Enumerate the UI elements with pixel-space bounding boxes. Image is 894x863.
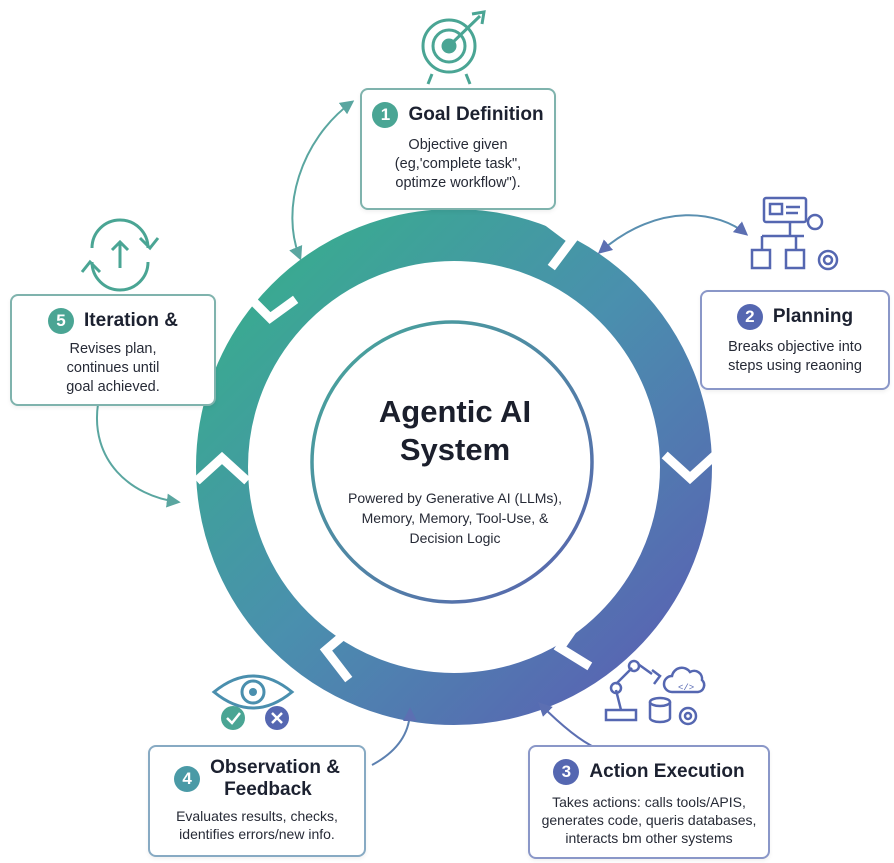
center-subtitle: Powered by Generative AI (LLMs), Memory,… <box>330 488 580 548</box>
step-description-line: Evaluates results, checks, <box>176 808 338 824</box>
step-description-line: Objective given <box>408 137 508 153</box>
step-description-line: goal achieved. <box>66 379 160 395</box>
step-title: Iteration & <box>84 310 178 331</box>
step-description-line: steps using reaoning <box>728 358 862 374</box>
center-circle <box>310 320 594 604</box>
step-description-line: interacts bm other systems <box>565 830 733 846</box>
step-action-execution: 3 Action Execution Takes actions: calls … <box>528 745 770 859</box>
step-description-line: Revises plan, <box>69 341 157 357</box>
step-number-badge: 3 <box>553 759 580 785</box>
step-description: Breaks objective into steps using reaoni… <box>702 338 888 376</box>
step-title: Goal Definition <box>408 104 544 125</box>
step-number-badge: 5 <box>48 308 75 334</box>
step-description: Revises plan, continues until goal achie… <box>12 340 214 397</box>
center-subtitle-line: Decision Logic <box>409 530 501 546</box>
eye-check-icon <box>211 674 295 730</box>
step-goal-definition: 1 Goal Definition Objective given (eg,'c… <box>360 88 556 210</box>
step-planning: 2 Planning Breaks objective into steps u… <box>700 290 890 390</box>
step-description-line: optimze workflow"). <box>395 175 521 191</box>
connector-planning-ring <box>597 214 749 254</box>
target-icon <box>421 10 486 85</box>
step-description-line: Breaks objective into <box>728 339 862 355</box>
center-subtitle-line: Powered by Generative AI (LLMs), <box>348 490 562 506</box>
refresh-icon <box>80 218 160 292</box>
step-description-line: identifies errors/new info. <box>179 826 335 842</box>
center-title: Agentic AI System <box>340 393 570 469</box>
svg-text:</>: </> <box>678 683 694 693</box>
connector-observation-ring <box>371 707 417 766</box>
step-title: Action Execution <box>589 761 745 782</box>
step-number-badge: 2 <box>736 304 763 330</box>
step-title-line: Observation & <box>210 757 340 778</box>
step-title: Planning <box>772 306 854 327</box>
step-description-line: Takes actions: calls tools/APIS, <box>552 794 746 810</box>
center-title-line: System <box>399 432 511 467</box>
step-description-line: (eg,'complete task", <box>394 156 522 172</box>
robot-arm-icon: </> <box>604 659 706 726</box>
center-title-line: Agentic AI <box>378 394 532 429</box>
step-iteration: 5 Iteration & Revises plan, continues un… <box>10 294 216 406</box>
step-description: Evaluates results, checks, identifies er… <box>150 807 364 843</box>
step-description-line: generates code, queris databases, <box>541 812 757 828</box>
step-observation-feedback: 4 Observation & Feedback Evaluates resul… <box>148 745 366 857</box>
ring-chevrons <box>193 215 719 683</box>
step-title: Observation & Feedback <box>210 757 340 801</box>
center-subtitle-line: Memory, Memory, Tool-Use, & <box>361 510 549 526</box>
step-number-badge: 4 <box>174 766 201 792</box>
step-number-badge: 1 <box>372 102 399 128</box>
step-title-line: Feedback <box>224 779 312 800</box>
flowchart-gear-icon <box>750 196 839 271</box>
step-description-line: continues until <box>66 360 160 376</box>
ring-band <box>196 209 712 725</box>
step-description: Takes actions: calls tools/APIS, generat… <box>530 793 768 847</box>
step-description: Objective given (eg,'complete task", opt… <box>362 136 554 193</box>
connector-action-ring <box>538 702 597 749</box>
connector-goal-ring <box>289 100 355 261</box>
connector-iteration-ring <box>95 403 181 508</box>
